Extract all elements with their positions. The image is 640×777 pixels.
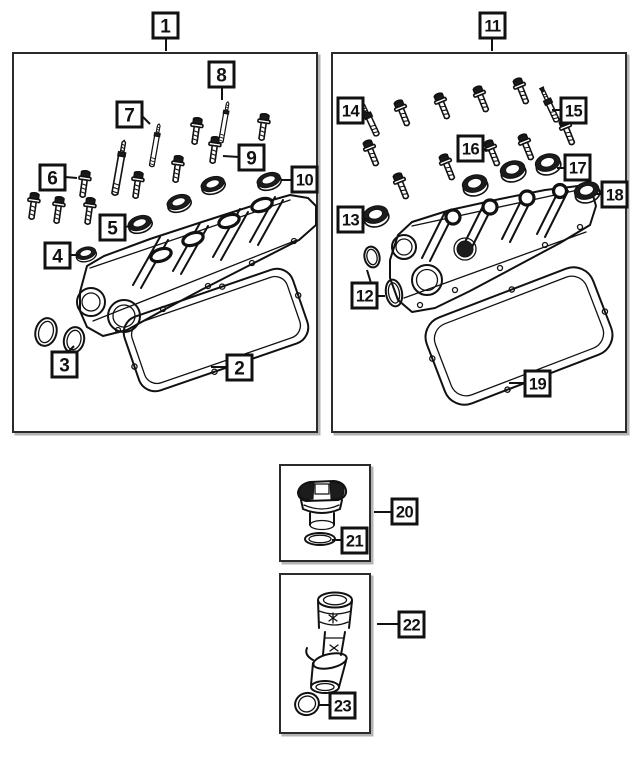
callout-number: 1 xyxy=(160,16,171,37)
callout-22: 22 xyxy=(377,610,426,639)
callout-box xyxy=(397,610,426,639)
callout-20: 20 xyxy=(374,497,419,526)
filler-tube-panel xyxy=(279,573,371,734)
callout-box xyxy=(390,497,419,526)
callout-number: 11 xyxy=(484,18,501,36)
oil-cap-panel xyxy=(279,464,371,562)
callout-1: 1 xyxy=(151,11,180,51)
callout-box xyxy=(151,11,180,40)
callout-number: 20 xyxy=(396,504,414,522)
left-assembly-panel xyxy=(12,52,318,433)
callout-box xyxy=(478,11,507,40)
right-assembly-panel xyxy=(331,52,627,433)
callout-number: 22 xyxy=(403,617,421,635)
callout-11: 11 xyxy=(478,11,507,51)
